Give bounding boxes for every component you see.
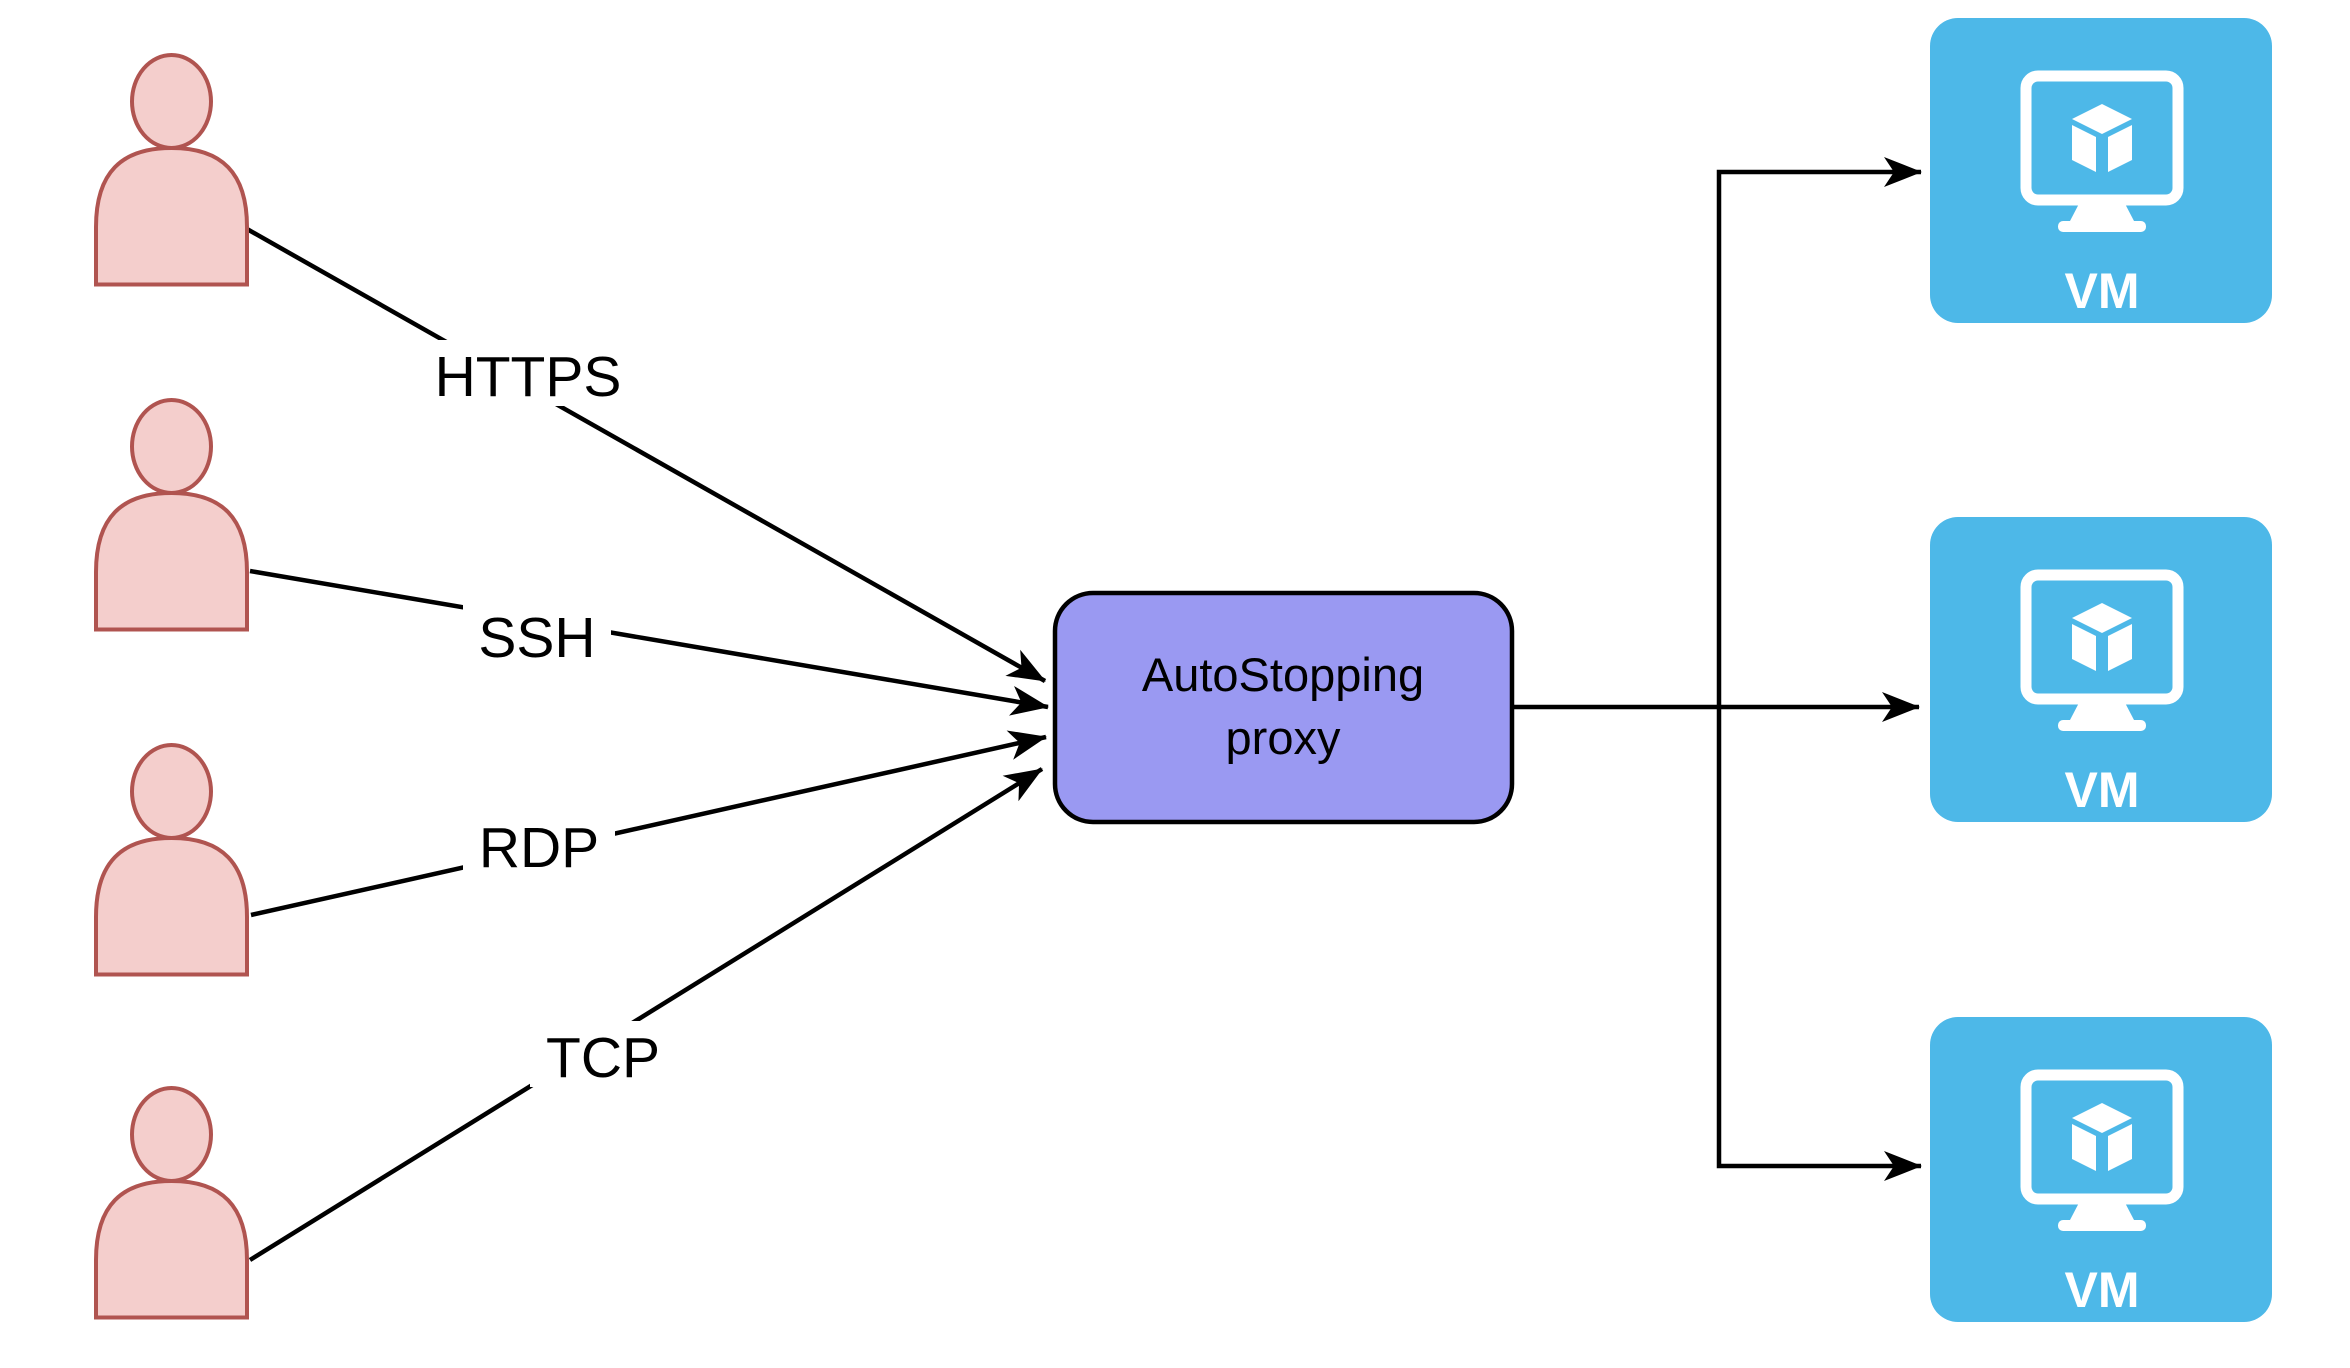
edge-ssh — [249, 568, 1049, 716]
cube-left — [2072, 125, 2096, 172]
proxy-label-line2: proxy — [1226, 711, 1341, 764]
user-head — [130, 743, 213, 840]
edge-label-bg — [421, 340, 636, 406]
cube-top — [2072, 104, 2132, 134]
edge-labels: HTTPS SSH RDP TCP — [421, 340, 676, 1090]
vm-node-2: VM — [1930, 517, 2272, 822]
edge-https — [245, 227, 1047, 683]
edge-label-bg — [463, 811, 615, 877]
vm-label: VM — [2065, 263, 2140, 319]
vm-monitor-icon — [2020, 1069, 2184, 1231]
monitor-stand — [2070, 198, 2134, 221]
monitor-stand — [2070, 1197, 2134, 1220]
user-body — [94, 145, 249, 287]
user-head — [130, 1086, 213, 1183]
edge-label-tcp: TCP — [546, 1026, 660, 1090]
vm-box — [1930, 18, 2272, 323]
edges-users-to-proxy — [245, 227, 1049, 1262]
edge-tcp — [248, 767, 1044, 1262]
monitor-base — [2058, 720, 2146, 731]
cube-left — [2072, 624, 2096, 671]
vm-box — [1930, 517, 2272, 822]
proxy-box — [1052, 590, 1515, 825]
edge-proxy-to-vm1 — [1716, 157, 1922, 707]
cube-top — [2072, 1103, 2132, 1133]
cube-right — [2108, 125, 2132, 172]
user-body — [94, 490, 249, 632]
user-head — [130, 398, 213, 495]
vm-box — [1930, 1017, 2272, 1322]
vm-monitor-icon — [2020, 70, 2184, 232]
user-body — [94, 835, 249, 977]
edge-label-bg — [463, 601, 611, 667]
edge-proxy-to-vm3 — [1716, 707, 1922, 1181]
edge-label-https: HTTPS — [435, 345, 622, 409]
monitor-base — [2058, 1220, 2146, 1231]
cube-left — [2072, 1124, 2096, 1171]
user-icon-1 — [94, 53, 249, 287]
cube-icon — [2072, 1103, 2132, 1171]
autostopping-proxy-node: AutoStopping proxy — [1052, 590, 1515, 825]
proxy-label-line1: AutoStopping — [1142, 648, 1424, 701]
cube-icon — [2072, 104, 2132, 172]
edge-label-ssh: SSH — [478, 606, 595, 670]
vm-node-3: VM — [1930, 1017, 2272, 1322]
edge-rdp — [250, 730, 1047, 918]
cube-right — [2108, 1124, 2132, 1171]
user-icon-2 — [94, 398, 249, 632]
vm-monitor-icon — [2020, 569, 2184, 731]
edges-proxy-to-vms — [1512, 157, 1922, 1181]
monitor-stand — [2070, 697, 2134, 720]
user-body — [94, 1178, 249, 1320]
vm-label: VM — [2065, 762, 2140, 818]
cube-top — [2072, 603, 2132, 633]
vm-label: VM — [2065, 1262, 2140, 1318]
user-head — [130, 53, 213, 150]
cube-right — [2108, 624, 2132, 671]
edge-label-bg — [530, 1021, 676, 1087]
monitor-base — [2058, 221, 2146, 232]
vm-node-1: VM — [1930, 18, 2272, 323]
user-icon-4 — [94, 1086, 249, 1320]
user-icon-3 — [94, 743, 249, 977]
cube-icon — [2072, 603, 2132, 671]
edge-label-rdp: RDP — [479, 816, 599, 880]
